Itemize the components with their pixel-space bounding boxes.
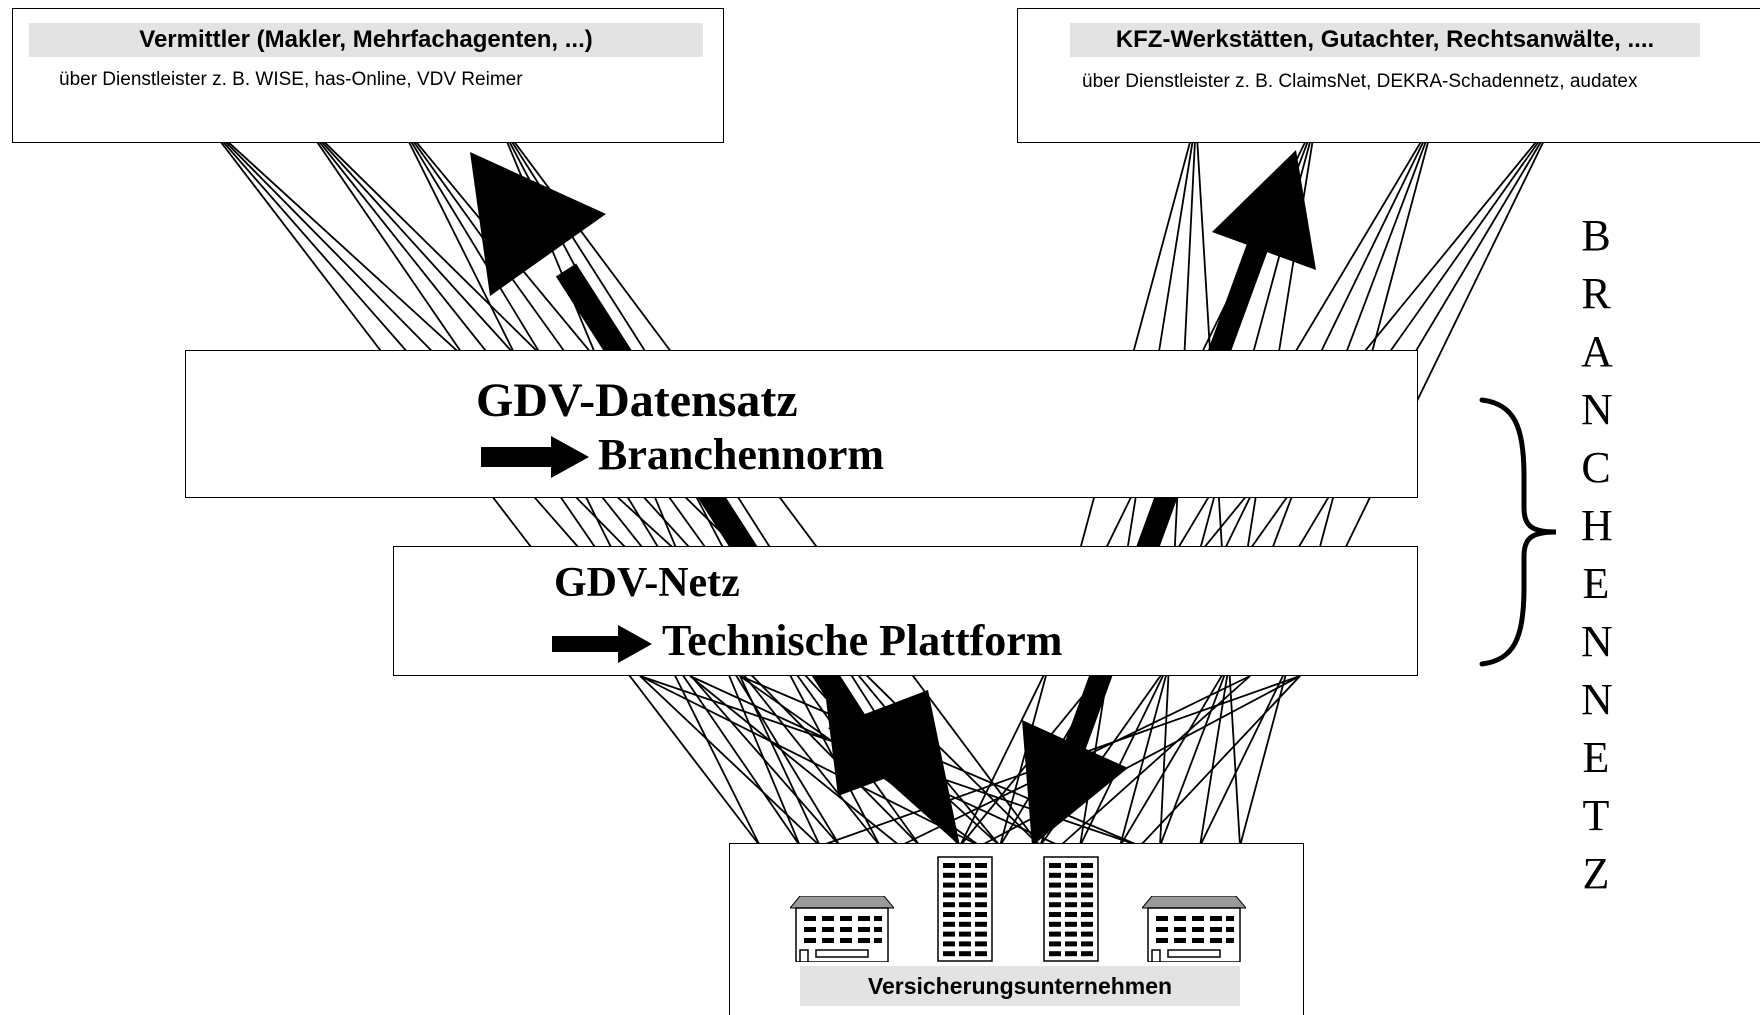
side-label-letter: C (1581, 443, 1611, 492)
intermediaries-box: Vermittler (Makler, Mehrfachagenten, ...… (12, 8, 724, 143)
office-building-icon (790, 896, 894, 962)
side-label-letter: Z (1582, 849, 1610, 898)
side-label-letter: R (1581, 269, 1611, 318)
gdv-network-subtitle: Technische Plattform (662, 616, 1063, 665)
gdv-standard-box: GDV-Datensatz Branchennorm (185, 350, 1418, 498)
insurers-box: Versicherungsunternehmen (729, 843, 1304, 1015)
service-partners-box: KFZ-Werkstätten, Gutachter, Rechtsanwält… (1017, 8, 1760, 143)
connection-line (689, 675, 901, 847)
right-arrow-icon (481, 436, 589, 478)
office-tower-icon (1043, 856, 1099, 962)
connection-line (739, 675, 821, 847)
side-label-letter: E (1582, 559, 1610, 608)
connection-line (639, 675, 821, 847)
arrow-head-icon (470, 152, 606, 296)
office-tower-icon (937, 856, 993, 962)
service-partners-title: KFZ-Werkstätten, Gutachter, Rechtsanwält… (1070, 23, 1700, 57)
intermediaries-subtitle: über Dienstleister z. B. WISE, has-Onlin… (59, 69, 523, 90)
connection-line (1139, 675, 1301, 847)
side-label-letter: N (1581, 617, 1613, 666)
connection-line (639, 675, 981, 847)
gdv-network-title: GDV-Netz (554, 560, 740, 606)
curly-brace-icon (1479, 397, 1557, 667)
gdv-standard-subtitle: Branchennorm (598, 430, 884, 479)
insurers-label: Versicherungsunternehmen (800, 966, 1240, 1006)
intermediaries-title: Vermittler (Makler, Mehrfachagenten, ...… (29, 23, 703, 57)
gdv-standard-title: GDV-Datensatz (476, 374, 798, 427)
service-partners-subtitle: über Dienstleister z. B. ClaimsNet, DEKR… (1082, 71, 1638, 92)
right-arrow-icon (552, 625, 652, 663)
arrow-head-icon (826, 700, 940, 796)
side-label-letter: N (1581, 385, 1613, 434)
arrow-head-icon (1212, 150, 1316, 270)
gdv-network-box: GDV-Netz Technische Plattform (393, 546, 1418, 676)
side-label-letter: A (1581, 327, 1613, 376)
flow-arrow-shaft (555, 263, 891, 767)
arrow-head-icon (1022, 720, 1128, 846)
side-label-letter: B (1581, 211, 1611, 260)
side-label-letter: T (1582, 791, 1610, 840)
side-label-letter: H (1581, 501, 1613, 550)
side-label-letter: E (1582, 733, 1610, 782)
side-label-letter: N (1581, 675, 1613, 724)
office-building-icon (1142, 896, 1246, 962)
